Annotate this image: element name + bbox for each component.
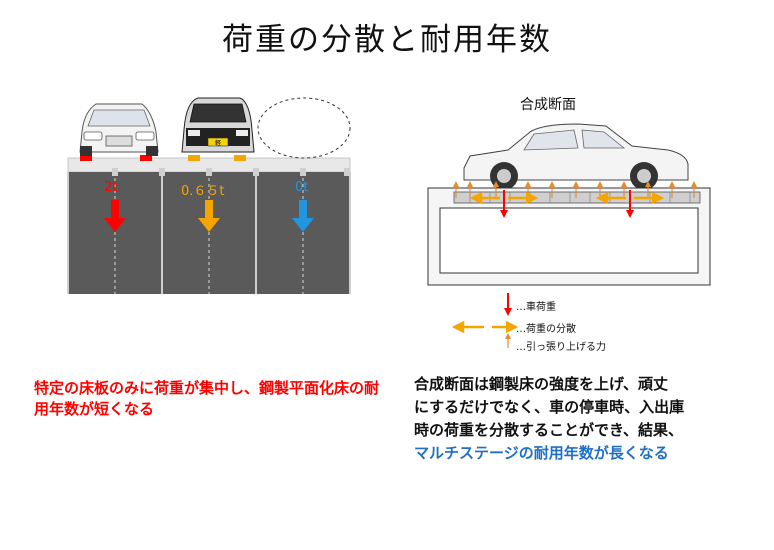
support-block <box>140 155 152 161</box>
floor-panels <box>67 168 351 294</box>
load-arrow-orange-icon <box>198 200 220 232</box>
legend-car-load: …車荷重 <box>516 302 556 313</box>
load-label-065t: 0.６５t <box>181 184 225 199</box>
empty-slot-outline <box>257 97 351 159</box>
license-plate <box>207 137 229 147</box>
support-block <box>234 155 246 161</box>
legend-load-dispersion: …荷重の分散 <box>516 324 576 335</box>
right-caption-line: 合成断面は鋼製床の強度を上げ、頑丈 <box>414 375 668 393</box>
pull-up-arrows <box>453 181 697 198</box>
sedan-side-view-icon <box>463 123 689 190</box>
left-diagram: 軽 <box>67 97 351 294</box>
section-title: 合成断面 <box>520 97 576 113</box>
load-label-0t: 0t <box>295 180 309 195</box>
right-caption-line: にするだけでなく、車の停車時、入出庫 <box>414 398 685 416</box>
left-caption: 特定の床板のみに荷重が集中し、鋼製平面化床の耐用年数が短くなる <box>34 379 380 418</box>
support-block <box>188 155 200 161</box>
right-caption-highlight: マルチステージの耐用年数が長くなる <box>414 444 669 462</box>
page-title: 荷重の分散と耐用年数 <box>222 22 552 58</box>
load-arrow-red-icon <box>104 200 126 232</box>
right-caption: 合成断面は鋼製床の強度を上げ、頑丈 にするだけでなく、車の停車時、入出庫 時の荷… <box>414 373 754 465</box>
car-load-arrows <box>500 190 634 218</box>
right-caption-line: 時の荷重を分散することができ、結果、 <box>414 421 683 439</box>
kei-car-front-view-icon: 軽 <box>181 97 255 153</box>
legend-pull-up-force: …引っ張り上げる力 <box>516 342 606 353</box>
load-label-2t: 2t <box>104 180 118 195</box>
right-diagram <box>427 123 711 348</box>
car-front-view-icon <box>79 103 159 156</box>
composite-deck <box>453 191 701 204</box>
license-plate-label: 軽 <box>215 139 221 147</box>
load-arrow-blue-icon <box>292 200 314 232</box>
support-block <box>80 155 92 161</box>
